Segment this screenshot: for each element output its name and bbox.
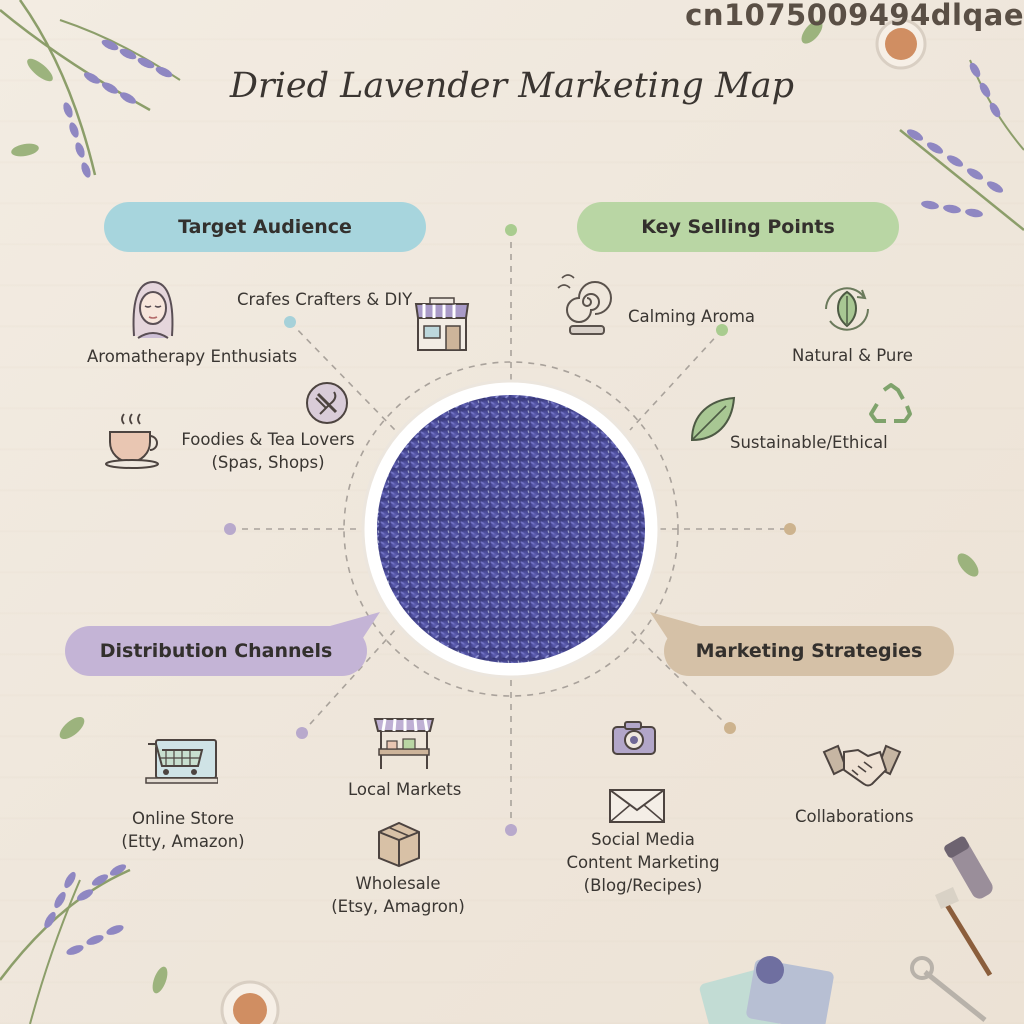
leaf-cycle-icon — [825, 287, 869, 331]
market-stall-icon — [373, 718, 435, 769]
foodies-tea-lovers-label: Foodies & Tea Lovers (Spas, Shops) — [170, 428, 366, 474]
tea-cup-icon — [105, 413, 159, 469]
wholesale-line-1: Wholesale — [355, 874, 441, 893]
sustainable-ethical-label: Sustainable/Ethical — [730, 433, 888, 452]
camera-icon — [612, 721, 656, 755]
social-media-line-3: (Blog/Recipes) — [583, 876, 703, 895]
tools-bottom-right — [699, 553, 993, 1024]
foodies-line-2: (Spas, Shops) — [211, 453, 325, 472]
lavender-sprig-top-right — [801, 18, 1024, 231]
woman-face-icon — [132, 280, 174, 339]
shopping-cart-icon — [145, 739, 218, 784]
marketing-strategies-pill: Marketing Strategies — [664, 626, 954, 676]
local-markets-label: Local Markets — [348, 780, 462, 799]
distribution-channels-pill: Distribution Channels — [65, 626, 367, 676]
wholesale-line-2: (Etsy, Amagron) — [331, 897, 465, 916]
lavender-bowl — [361, 379, 661, 679]
social-media-label: Social Media Content Marketing (Blog/Rec… — [548, 828, 738, 897]
lavender-sprig-top-left — [0, 0, 181, 178]
page-title: Dried Lavender Marketing Map — [229, 66, 795, 106]
social-media-line-2: Content Marketing — [566, 853, 720, 872]
online-store-label: Online Store (Etty, Amazon) — [100, 807, 266, 853]
wholesale-label: Wholesale (Etsy, Amagron) — [316, 872, 480, 918]
connector-lines — [230, 230, 790, 830]
foodies-line-1: Foodies & Tea Lovers — [181, 430, 355, 449]
envelope-icon — [609, 789, 665, 823]
box-icon — [378, 821, 420, 868]
crafters-diy-label: Crafes Crafters & DIY — [237, 290, 413, 309]
calming-aroma-label: Calming Aroma — [628, 307, 756, 326]
handshake-icon — [822, 744, 902, 787]
leaf-icon — [690, 396, 736, 442]
storefront-icon — [414, 297, 470, 351]
diffuser-icon — [557, 274, 612, 335]
online-store-line-1: Online Store — [131, 809, 235, 828]
lavender-sprig-bottom-left — [0, 716, 280, 1024]
natural-pure-label: Natural & Pure — [792, 346, 913, 365]
connector-dots — [224, 224, 796, 836]
recycle-icon — [869, 383, 912, 423]
social-media-line-1: Social Media — [591, 830, 695, 849]
key-selling-points-pill: Key Selling Points — [577, 202, 899, 252]
online-store-line-2: (Etty, Amazon) — [121, 832, 245, 851]
no-utensils-icon — [306, 382, 348, 424]
target-audience-pill: Target Audience — [104, 202, 426, 252]
collaborations-label: Collaborations — [795, 807, 914, 826]
aromatherapy-enthusiasts-label: Aromatherapy Enthusiats — [87, 347, 298, 366]
watermark-text: cn1075009494dlqae — [685, 0, 1024, 32]
